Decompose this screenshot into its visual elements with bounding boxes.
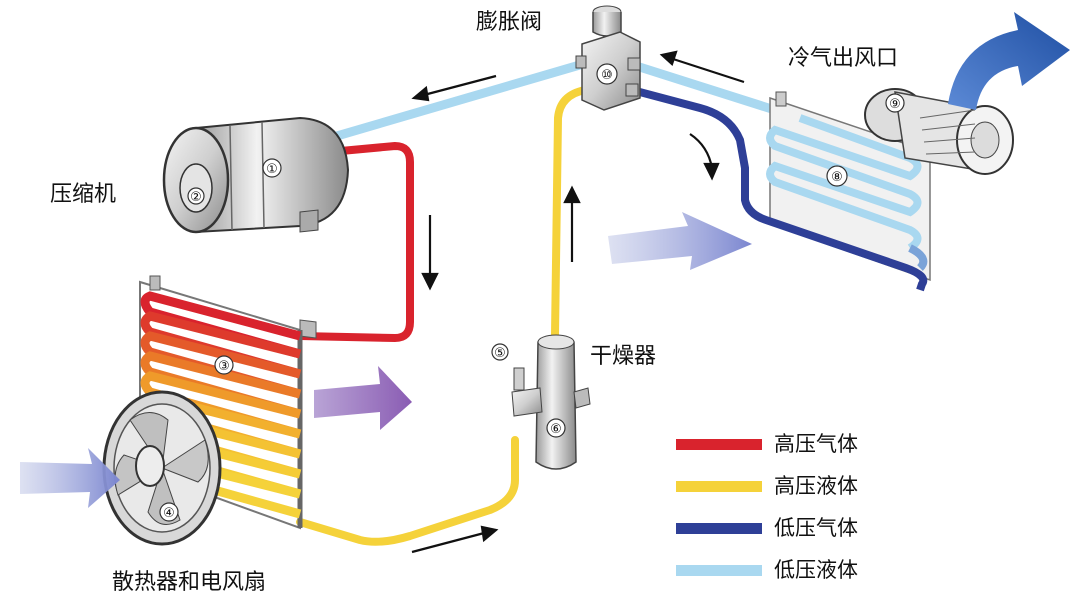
valve-number: ⑩ <box>601 68 613 83</box>
legend-swatch-low-pressure-liquid <box>676 565 762 576</box>
evaporator-number: ⑧ <box>831 170 843 185</box>
fan: ④ <box>102 390 222 546</box>
inlet-air-arrow-fan <box>20 448 120 508</box>
legend-swatch-high-pressure-liquid <box>676 481 762 492</box>
flow-arrow-to-compressor <box>411 74 497 102</box>
blower-number: ⑨ <box>889 97 901 112</box>
legend-swatch-high-pressure-gas <box>676 439 762 450</box>
legend-swatch-low-pressure-gas <box>676 523 762 534</box>
cold-air-outlet-arrow <box>948 12 1070 110</box>
flow-arrows <box>411 50 745 554</box>
pipe-high-pressure-gas <box>296 142 414 342</box>
dryer-body-number: ⑥ <box>550 422 562 437</box>
pipe-low-pressure-to-compressor <box>325 57 595 143</box>
condenser-number: ③ <box>218 359 230 374</box>
flow-arrow-down-evaporator <box>689 133 720 181</box>
radiator-fan-label: 散热器和电风扇 <box>112 570 267 595</box>
flow-arrow-down-red <box>421 215 439 291</box>
flow-arrow-to-valve <box>659 50 745 84</box>
legend-label: 高压液体 <box>774 474 858 498</box>
legend-label: 低压液体 <box>774 558 858 582</box>
evaporator: ⑧ <box>741 91 931 292</box>
expansion-valve: ⑩ <box>575 5 641 111</box>
pipe-valve-to-evaporator <box>628 86 749 172</box>
legend-label: 高压气体 <box>774 432 858 456</box>
expansion-valve-label: 膨胀阀 <box>476 10 543 35</box>
flow-arrow-up-yellow <box>563 185 581 262</box>
legend-label: 低压气体 <box>774 516 858 540</box>
compressor-label: 压缩机 <box>50 182 117 207</box>
compressor-number: ① <box>266 162 278 177</box>
hot-air-arrow-condenser <box>314 366 412 430</box>
dryer: ⑥ ⑤ <box>491 334 591 470</box>
blower: ⑨ <box>864 88 1014 175</box>
inlet-air-arrow-evaporator <box>608 212 752 270</box>
flow-arrow-right-bottom <box>411 525 499 554</box>
dryer-label: 干燥器 <box>590 344 657 369</box>
compressor: ② ① <box>162 116 350 234</box>
fan-number: ④ <box>163 506 175 521</box>
pipe-condenser-to-dryer <box>296 436 519 546</box>
cold-air-outlet-label: 冷气出风口 <box>788 46 899 71</box>
dryer-top-number: ⑤ <box>494 346 506 361</box>
compressor-clutch-number: ② <box>190 190 202 205</box>
pipe-dryer-to-valve <box>551 86 589 339</box>
